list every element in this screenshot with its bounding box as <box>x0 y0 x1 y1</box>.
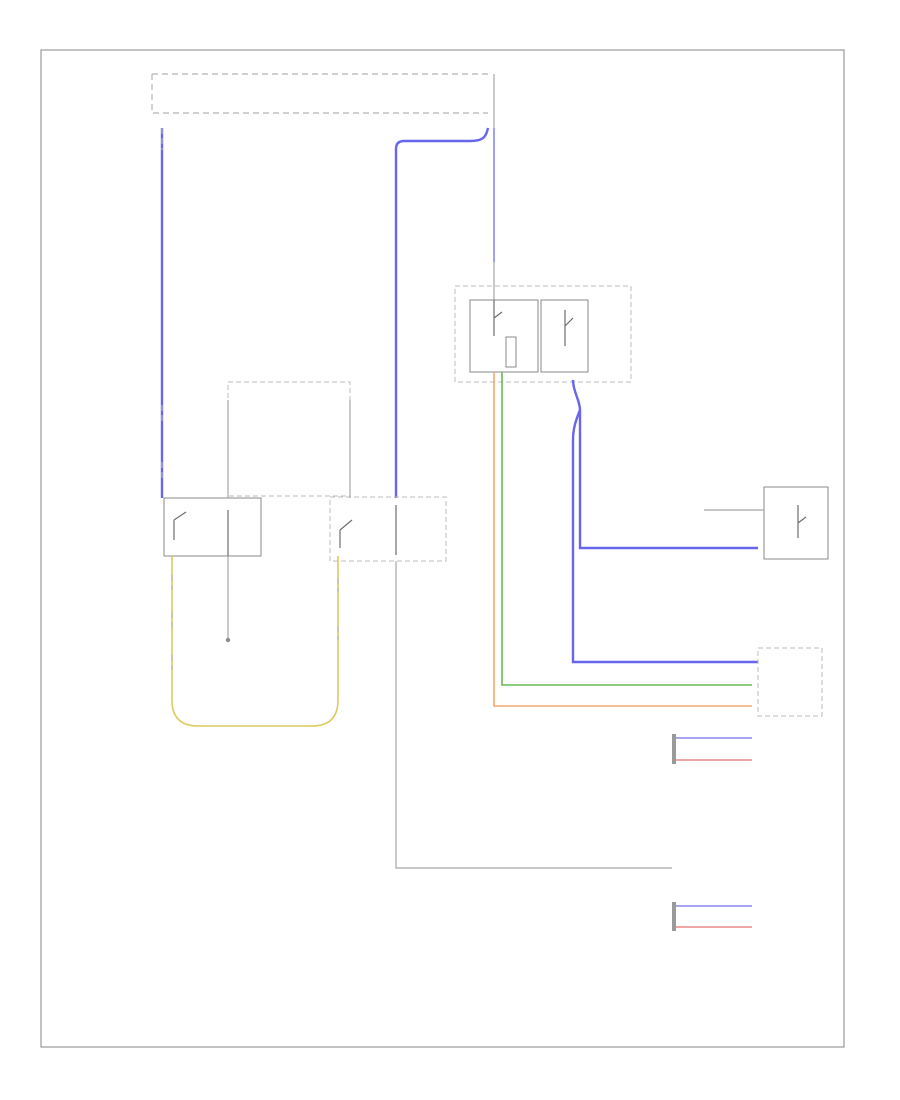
wire-yellow-loop-markers <box>171 575 339 670</box>
ground-point <box>225 637 231 643</box>
left-module-box <box>163 497 262 557</box>
sensor-a-connector <box>672 734 676 764</box>
passenger-module-box <box>329 496 447 562</box>
fuse-box-outline <box>151 73 488 114</box>
relay-unit-inner-right <box>540 299 589 373</box>
wire-yellow-loop <box>171 556 339 727</box>
wire-orange-relay-out <box>493 372 752 707</box>
relay-unit-inner-left <box>469 299 539 373</box>
wire-blue-relay-out-2 <box>571 409 758 664</box>
wire-green-relay-out <box>501 372 752 686</box>
indicator-lamp-box <box>763 486 829 560</box>
passenger-switch-contact <box>339 505 397 555</box>
wire-gray-passenger-down <box>395 561 672 869</box>
relay-coil <box>505 336 517 368</box>
relay-switch-right <box>564 310 574 346</box>
wire-blue-relay-out <box>571 379 758 550</box>
driver-switch-contact <box>173 510 229 556</box>
diagram-border <box>40 49 845 1048</box>
wire-blue-top-feed <box>394 127 490 498</box>
connector-block <box>757 647 823 717</box>
indicator-lamp-switch <box>797 505 807 538</box>
bottom-connector <box>672 902 676 931</box>
relay-switch-left <box>493 300 503 336</box>
relay-unit-box <box>454 285 632 383</box>
driver-switch-box <box>227 381 351 497</box>
